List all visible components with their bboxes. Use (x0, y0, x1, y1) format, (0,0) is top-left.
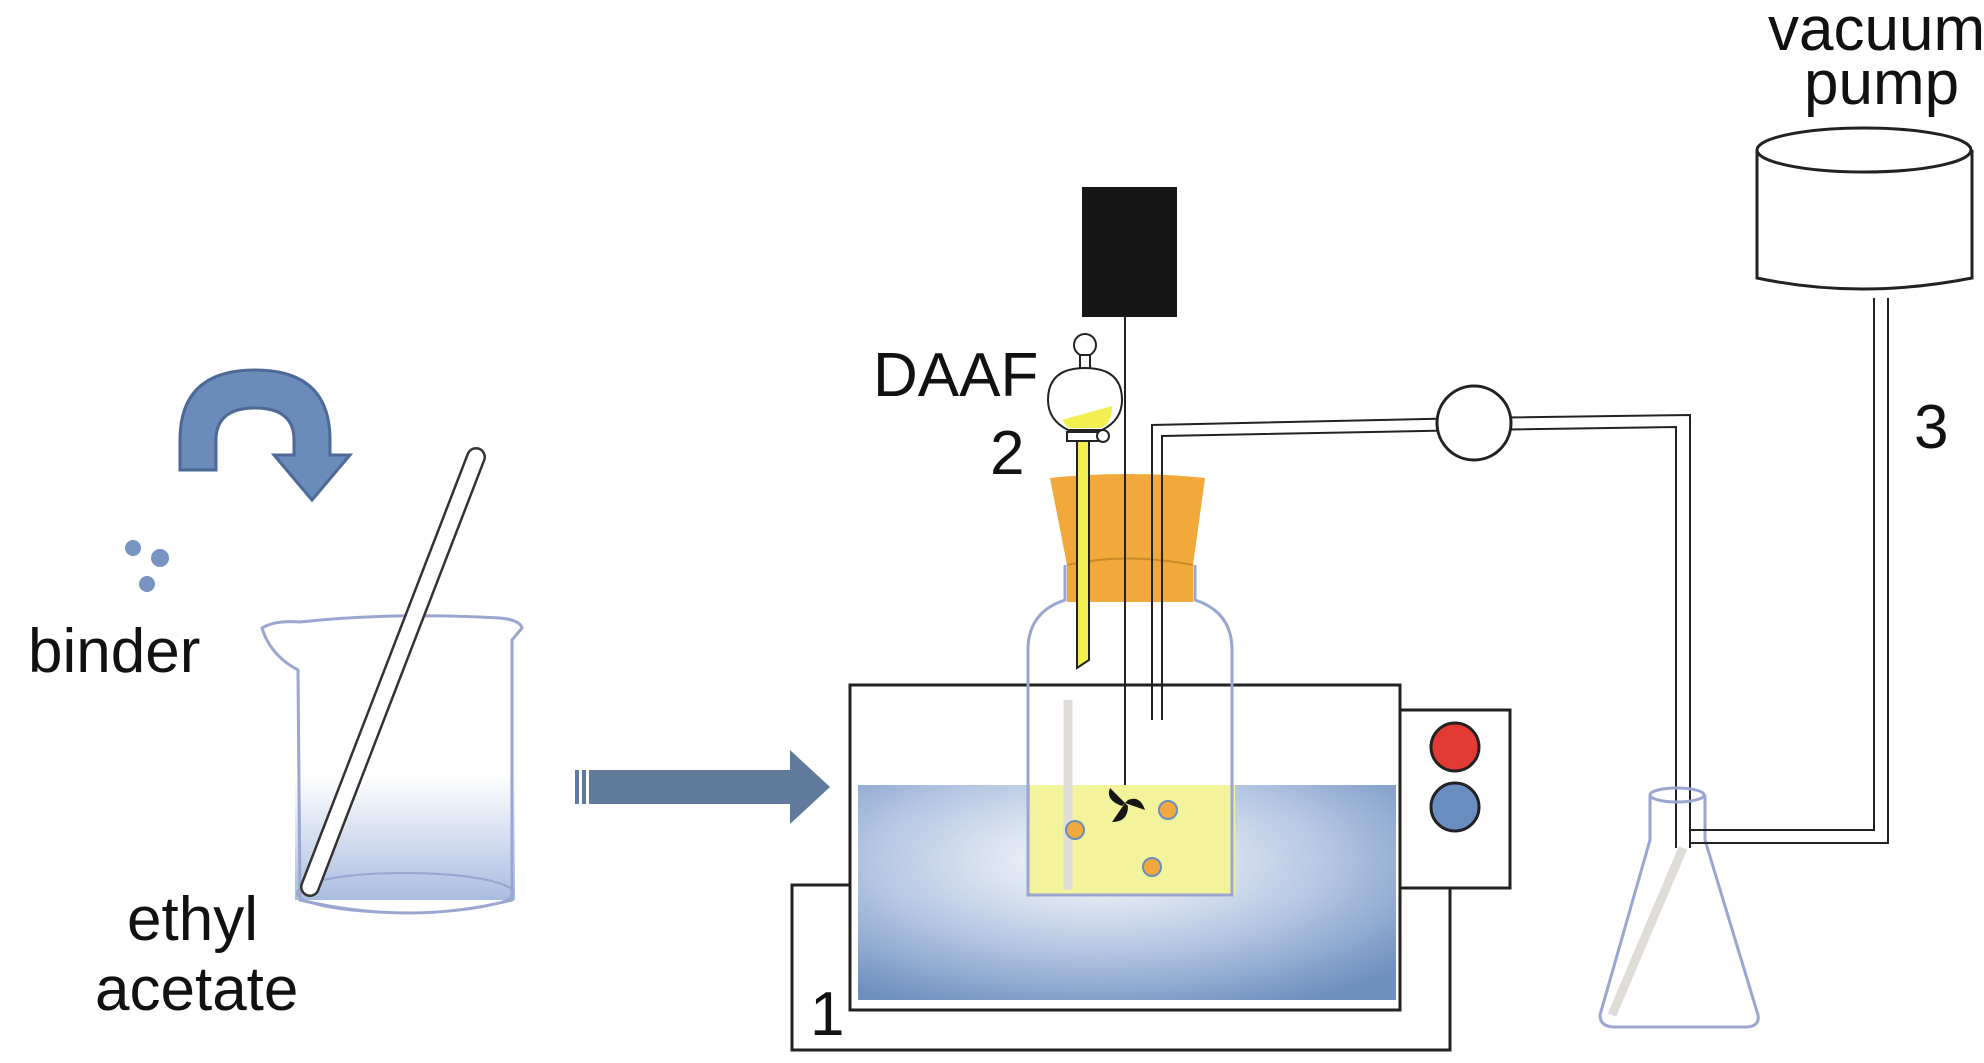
rotate-arrow-icon (178, 368, 354, 503)
stirrer-propeller-icon (1108, 788, 1145, 822)
stirring-rod (300, 447, 486, 897)
acetate-label: acetate (95, 955, 298, 1024)
dropping-funnel (1046, 333, 1124, 670)
blue-button (1429, 781, 1481, 833)
vacuum-label: vacuum (1768, 0, 1984, 64)
pump-label: pump (1804, 49, 1959, 118)
binder-label: binder (28, 617, 200, 686)
stirrer-motor (1082, 187, 1177, 785)
ethyl-label: ethyl (127, 885, 258, 954)
label-1: 1 (810, 980, 844, 1049)
label-2: 2 (990, 419, 1024, 488)
transfer-arrow-icon (575, 750, 830, 824)
trap-flask (1598, 786, 1760, 1029)
vacuum-pump (1755, 126, 1974, 291)
daaf-label: DAAF (873, 341, 1038, 410)
valve-icon (1435, 384, 1513, 462)
label-3: 3 (1914, 393, 1948, 462)
solid-particles (1065, 800, 1178, 877)
vacuum-line-to-pump (1690, 298, 1889, 844)
binder-particles (125, 540, 169, 592)
red-button (1429, 721, 1481, 773)
control-panel (1398, 708, 1512, 890)
